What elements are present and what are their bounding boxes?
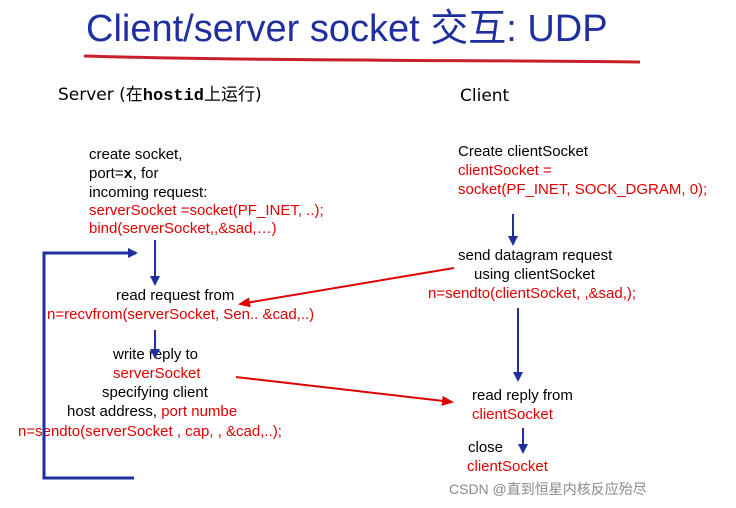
- client-close-socket: clientSocket: [467, 458, 548, 475]
- client-create-label: Create clientSocket: [458, 143, 589, 160]
- server-socket-code: serverSocket =socket(PF_INET, ..);: [89, 202, 324, 219]
- client-read-label: read reply from: [472, 387, 573, 404]
- reply-arrow-server-to-client: [235, 376, 454, 406]
- client-send-label-2: using clientSocket: [474, 266, 595, 283]
- server-write-socket: serverSocket: [113, 365, 201, 382]
- server-create-line-2: port=x, for: [89, 165, 159, 183]
- request-arrow-client-to-server: [238, 267, 455, 308]
- slide-title: Client/server socket 交互: UDP: [86, 8, 608, 50]
- server-recvfrom-code: n=recvfrom(serverSocket, Sen.. &cad,..): [47, 306, 315, 323]
- client-close-label: close: [468, 439, 504, 456]
- server-bind-code: bind(serverSocket,,&sad,…): [89, 220, 277, 237]
- server-specifying-label: specifying client: [102, 384, 208, 401]
- client-socket-code: socket(PF_INET, SOCK_DGRAM, 0);: [458, 181, 708, 198]
- server-loop-line: [42, 248, 138, 480]
- client-socket-var: clientSocket =: [458, 162, 552, 179]
- server-sendto-code: n=sendto(serverSocket , cap, , &cad,..);: [18, 423, 282, 440]
- server-create-line-3: incoming request:: [89, 184, 208, 201]
- watermark: CSDN @直到恒星内核反应殆尽: [449, 481, 647, 497]
- server-host-address-line: host address, port numbe: [67, 403, 238, 420]
- server-create-line-1: create socket,: [89, 146, 183, 163]
- server-header: Server (在hostid上运行): [58, 85, 262, 106]
- client-send-label-1: send datagram request: [458, 247, 613, 264]
- client-sendto-code: n=sendto(clientSocket, ,&sad,);: [428, 285, 637, 302]
- title-underline: [83, 54, 641, 64]
- client-header: Client: [460, 86, 510, 106]
- server-read-label: read request from: [116, 287, 235, 304]
- client-read-socket: clientSocket: [472, 406, 553, 423]
